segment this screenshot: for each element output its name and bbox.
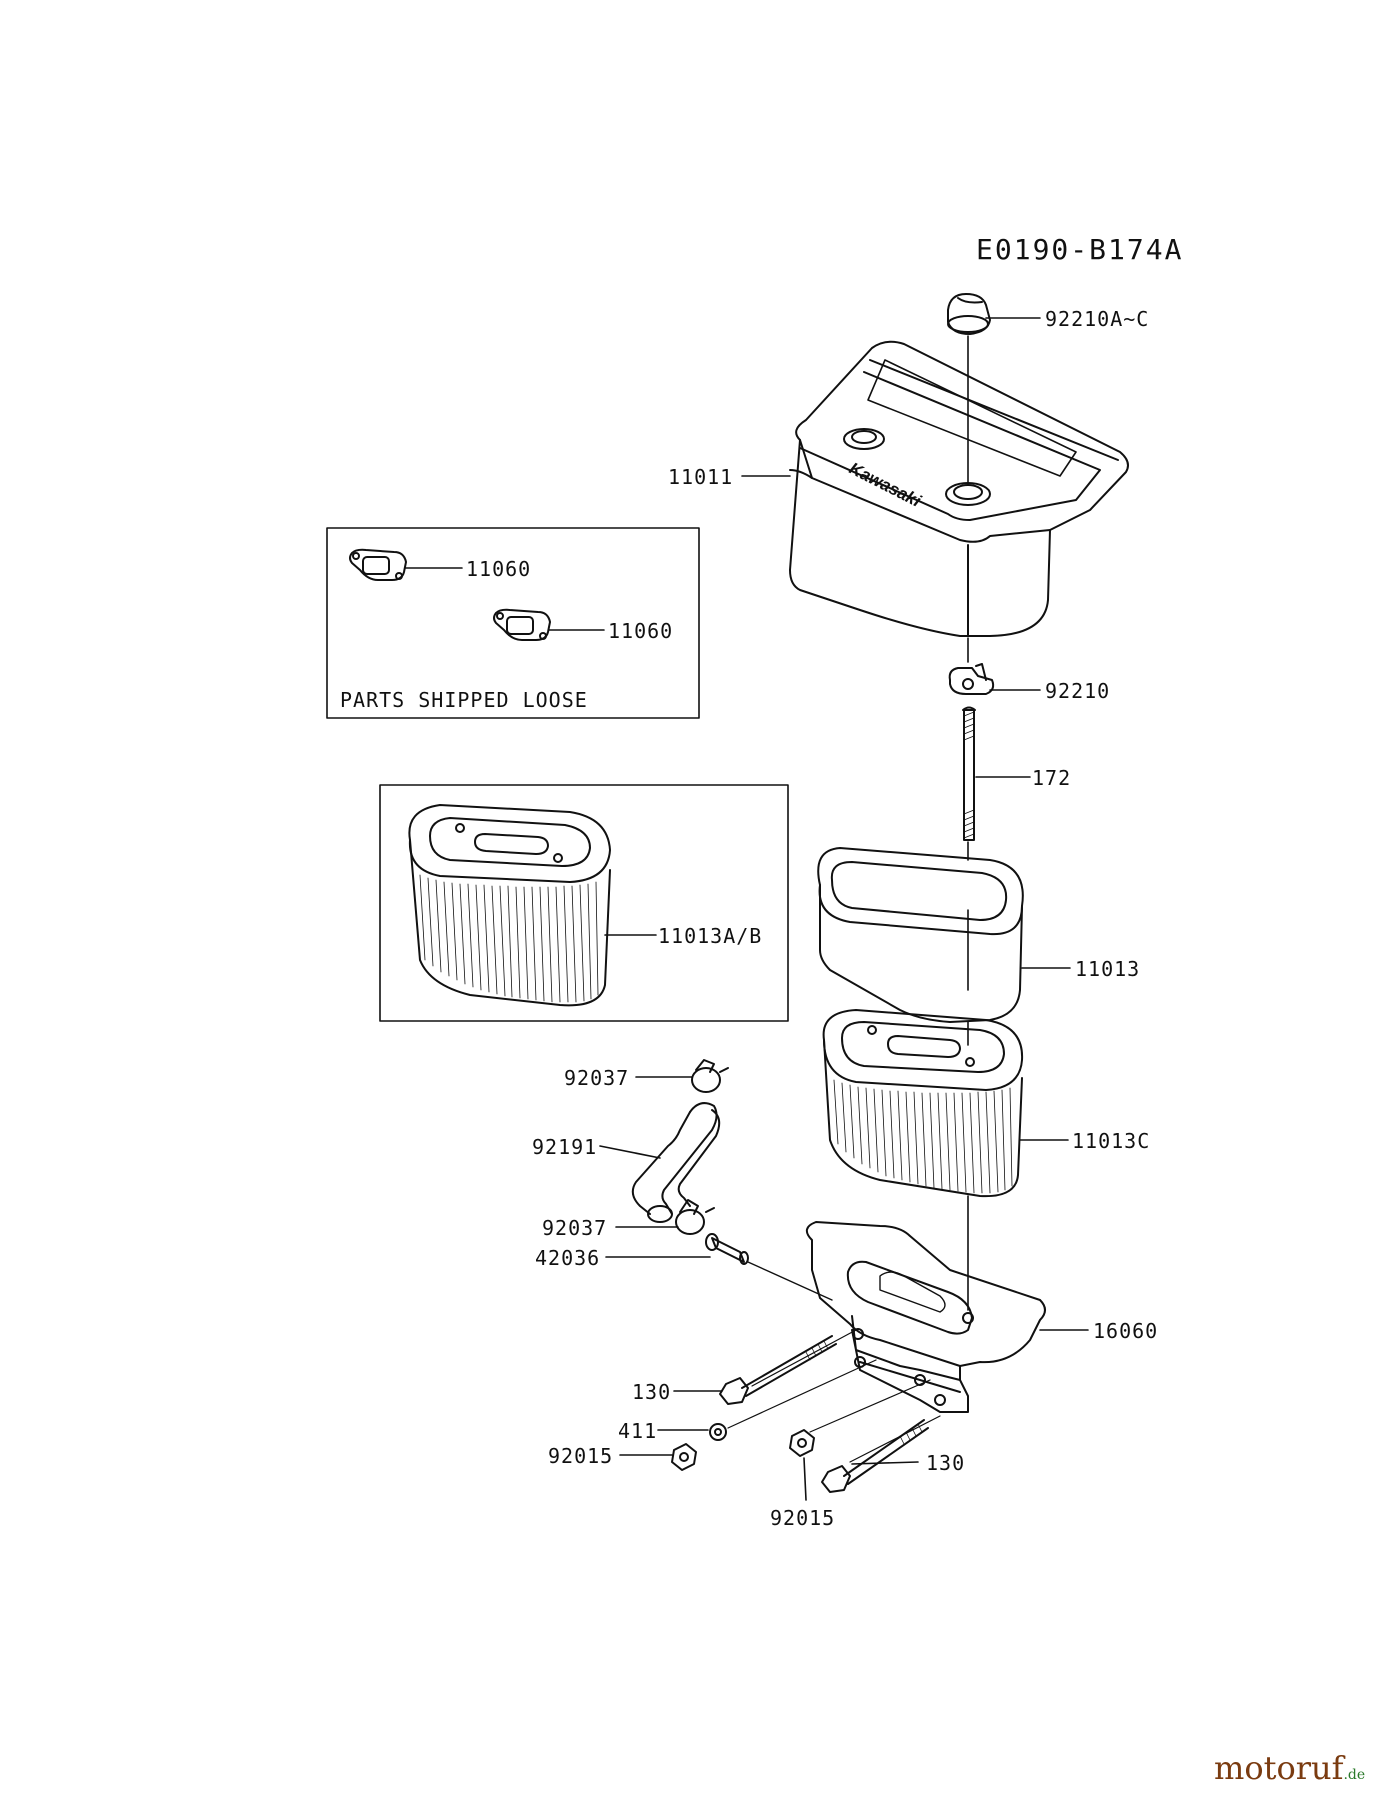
- box-note: PARTS SHIPPED LOOSE: [340, 688, 588, 712]
- gasket-icon: [494, 610, 550, 640]
- part-label-172: 172: [1032, 766, 1072, 790]
- part-label-11013c: 11013C: [1072, 1129, 1151, 1153]
- washer-icon: [710, 1424, 726, 1440]
- watermark-main: motoruf: [1214, 1749, 1344, 1787]
- leader-line: [752, 1330, 856, 1386]
- part-label-92015: 92015: [770, 1506, 836, 1530]
- loose-parts-box: [327, 528, 699, 718]
- element-set-box: [380, 785, 788, 1021]
- part-label-411: 411: [618, 1419, 658, 1443]
- part-label-92210: 92210: [1045, 679, 1111, 703]
- diagram-code: E0190-B174A: [976, 233, 1184, 266]
- part-label-92015: 92015: [548, 1444, 614, 1468]
- leader-line: [600, 1146, 660, 1158]
- breather-hose-icon: [633, 1103, 719, 1222]
- part-label-130: 130: [926, 1451, 966, 1475]
- part-label-130: 130: [632, 1380, 672, 1404]
- leader-line: [850, 1416, 940, 1462]
- flange-nut-icon: [790, 1430, 814, 1456]
- leader-line: [810, 1380, 930, 1432]
- air-cleaner-cover-icon: Kawasaki: [790, 342, 1128, 636]
- wing-nut-cap-icon: [948, 294, 990, 334]
- leader-line: [728, 1360, 876, 1428]
- part-label-11011: 11011: [668, 465, 734, 489]
- part-label-11013: 11013: [1075, 957, 1141, 981]
- gasket-icon: [350, 550, 406, 580]
- part-label-11060: 11060: [466, 557, 532, 581]
- pre-cleaner-foam-icon: [818, 848, 1023, 1022]
- leader-line: [852, 1462, 918, 1464]
- watermark-logo: motoruf.de: [1214, 1752, 1365, 1784]
- flange-nut-icon: [672, 1444, 696, 1470]
- leader-line: [804, 1458, 806, 1500]
- part-label-11060: 11060: [608, 619, 674, 643]
- part-label-11013a-b: 11013A/B: [658, 924, 763, 948]
- wing-nut-icon: [950, 664, 993, 694]
- air-cleaner-base-icon: [807, 1222, 1045, 1412]
- part-label-92210a-c: 92210A~C: [1045, 307, 1150, 331]
- kawasaki-brand-logo: Kawasaki: [846, 459, 925, 512]
- part-label-92037: 92037: [564, 1066, 630, 1090]
- hose-clamp-icon: [692, 1060, 728, 1092]
- part-label-42036: 42036: [535, 1246, 601, 1270]
- air-filter-element-icon: [824, 1010, 1023, 1196]
- breather-pipe-icon: [706, 1234, 748, 1264]
- part-label-92191: 92191: [532, 1135, 598, 1159]
- bolt-icon: [822, 1420, 928, 1492]
- part-label-92037: 92037: [542, 1216, 608, 1240]
- stud-bolt-icon: [963, 708, 975, 841]
- watermark-suffix: .de: [1343, 1767, 1366, 1783]
- hose-clamp-icon: [676, 1200, 714, 1234]
- air-filter-element-icon: [409, 805, 610, 1005]
- bolt-icon: [720, 1336, 836, 1404]
- part-label-16060: 16060: [1093, 1319, 1159, 1343]
